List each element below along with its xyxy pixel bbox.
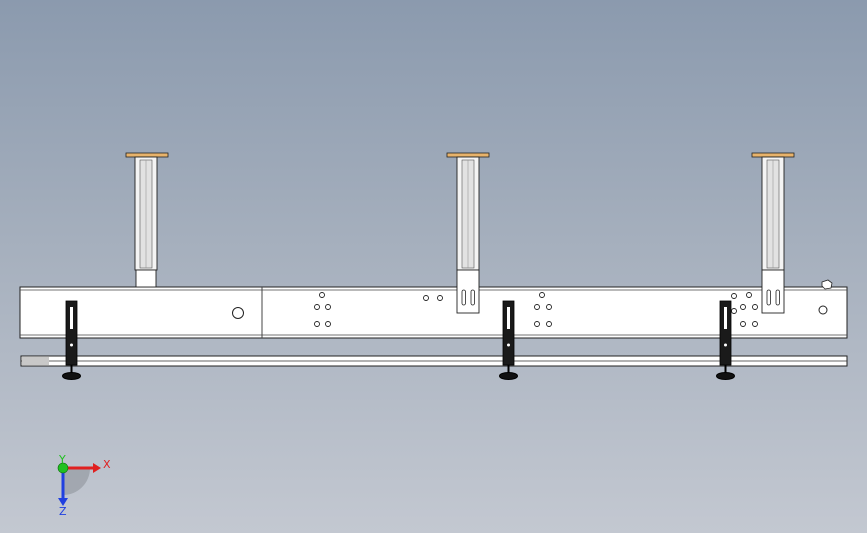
- support-column-left[interactable]: [125, 152, 169, 288]
- leveling-leg-middle[interactable]: [499, 300, 518, 380]
- y-axis-label: Y: [58, 453, 66, 466]
- leg-slot: [507, 307, 510, 329]
- column-mount-bracket: [761, 269, 785, 314]
- leg-slot: [724, 307, 727, 329]
- column-top-plate: [751, 152, 795, 158]
- rail-end-cap: [22, 357, 49, 365]
- bottom-rail[interactable]: [20, 355, 848, 367]
- column-top-plate: [446, 152, 490, 158]
- leg-foot: [716, 372, 735, 380]
- column-mount-bracket: [456, 269, 480, 314]
- leg-foot: [62, 372, 81, 380]
- beam-hole: [818, 305, 828, 315]
- main-beam[interactable]: [19, 286, 848, 339]
- x-axis-label: X: [103, 458, 111, 471]
- beam-hole: [232, 307, 244, 319]
- z-axis-arrowhead: [58, 498, 68, 506]
- z-axis-label: Z: [59, 505, 67, 518]
- x-axis-arrowhead: [93, 463, 101, 473]
- support-column-right[interactable]: [751, 152, 833, 314]
- hole-pattern-left: [314, 292, 443, 327]
- coordinate-triad[interactable]: X Y Z: [57, 453, 111, 518]
- column-top-plate: [125, 152, 169, 158]
- leveling-leg-left[interactable]: [62, 300, 81, 380]
- leg-foot: [499, 372, 518, 380]
- triad-shadow: [63, 468, 90, 495]
- hole-pattern-middle: [534, 292, 552, 327]
- leveling-leg-right[interactable]: [716, 300, 735, 380]
- support-column-middle[interactable]: [446, 152, 490, 314]
- clamp-fitting: [821, 279, 833, 290]
- leg-slot: [70, 307, 73, 329]
- hole-pattern-right: [731, 292, 758, 327]
- y-axis-dot: [57, 462, 69, 474]
- column-base: [135, 269, 157, 288]
